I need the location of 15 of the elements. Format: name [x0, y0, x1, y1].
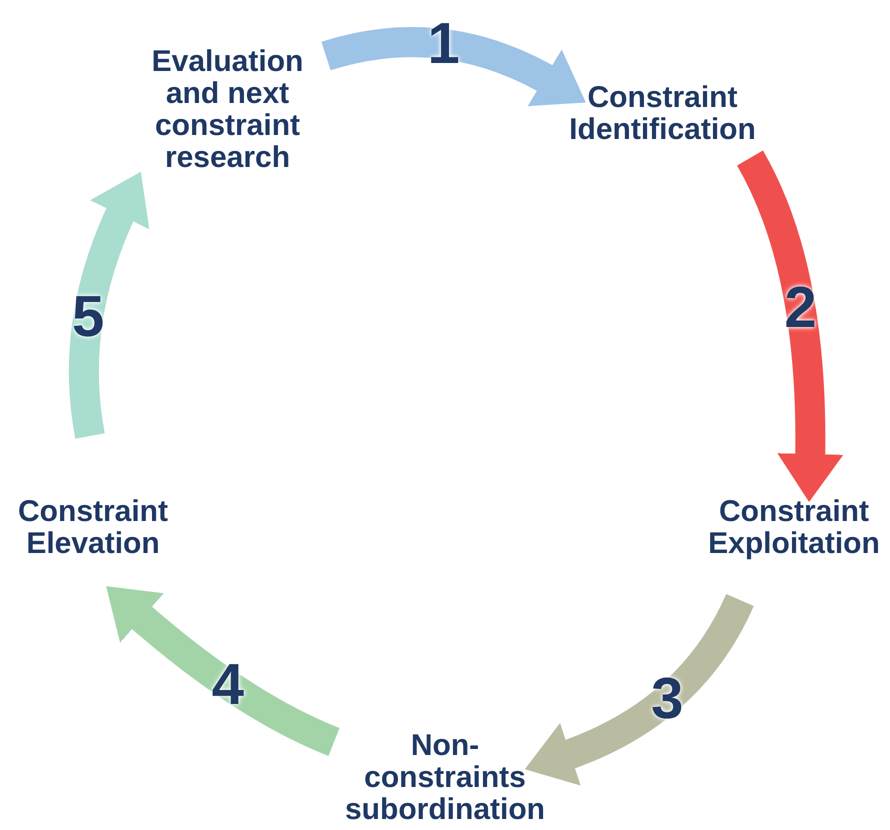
step-number: 3 [651, 670, 684, 728]
step-number: 5 [72, 288, 104, 346]
curved-arrow [68, 171, 150, 438]
step-number: 2 [784, 278, 817, 337]
step-label: Evaluation and next constraint research [135, 46, 320, 174]
step-label: Constraint Identification [555, 82, 770, 146]
curved-arrow [322, 27, 586, 107]
step-number: 1 [427, 15, 460, 74]
curved-arrow [525, 594, 754, 785]
step-label: Non- constraints subordination [336, 730, 554, 826]
curved-arrow [736, 150, 844, 502]
curved-arrow [106, 586, 340, 756]
step-label: Constraint Elevation [3, 496, 183, 560]
step-label: Constraint Exploitation [700, 496, 888, 560]
step-number: 4 [212, 656, 244, 714]
